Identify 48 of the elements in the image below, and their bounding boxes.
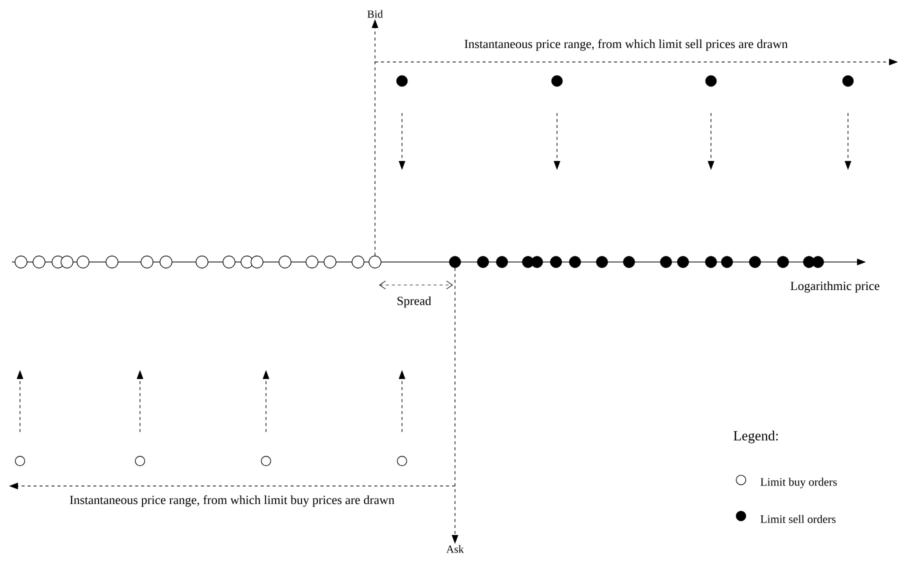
order-dot: [496, 256, 508, 268]
legend-title: Legend:: [734, 430, 778, 444]
order-dot: [551, 75, 563, 87]
range-label: Instantaneous price range, from which limit sell prices are drawn: [464, 39, 788, 51]
order-dot: [812, 256, 824, 268]
order-circle: [352, 256, 364, 268]
order-circle: [278, 256, 292, 268]
axis-label: Logarithmic price: [790, 281, 880, 293]
order-dot: [677, 256, 689, 268]
order-dot: [705, 256, 717, 268]
order-circle: [222, 256, 236, 268]
order-dot: [623, 256, 635, 268]
order-circle: [14, 256, 28, 268]
order-circle: [196, 256, 208, 268]
order-dot: [596, 256, 608, 268]
order-circle: [60, 256, 74, 268]
spread-label: Spread: [398, 296, 432, 308]
order-circle: [76, 256, 90, 268]
order-dot: [449, 256, 461, 268]
order-circle: [396, 456, 408, 466]
order-dot: [721, 256, 733, 268]
order-dot: [477, 256, 489, 268]
order-circle: [240, 256, 254, 268]
order-dot: [396, 75, 408, 87]
order-circle: [368, 256, 382, 268]
order-circle: [324, 256, 336, 268]
axis-end-label: Bid: [367, 10, 383, 18]
order-circle: [134, 456, 146, 466]
legend-label: Limit buy orders: [760, 478, 837, 488]
axis-end-label: Ask: [446, 545, 464, 553]
order-circle: [32, 256, 46, 268]
order-dot: [705, 75, 717, 87]
order-dot: [749, 256, 761, 268]
order-circle: [106, 256, 118, 268]
order-circle: [14, 456, 26, 466]
order-dot: [660, 256, 672, 268]
order-dot: [569, 256, 581, 268]
order-circle: [140, 256, 154, 268]
order-circle: [160, 256, 172, 268]
order-circle: [250, 256, 264, 268]
legend-label: Limit sell orders: [760, 514, 836, 524]
order-dot: [550, 256, 562, 268]
order-circle: [260, 456, 272, 466]
order-dot: [531, 256, 543, 268]
order-dot: [777, 256, 789, 268]
order-circle: [306, 256, 318, 268]
range-label: Instantaneous price range, from which limit buy prices are drawn: [70, 495, 394, 507]
order-dot: [842, 75, 854, 87]
